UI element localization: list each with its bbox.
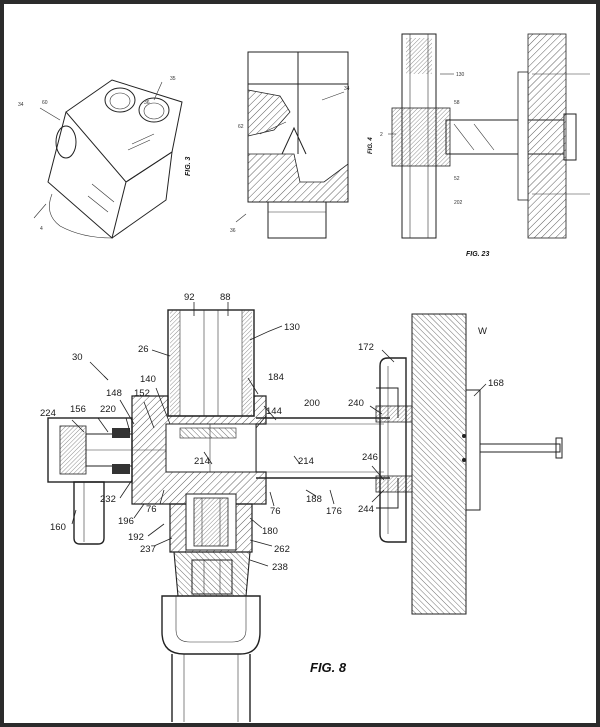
fig8-ref-224: 224 (40, 408, 56, 419)
fig3-ref-4: 4 (40, 226, 43, 232)
fig8-ref-214-a: 214 (194, 456, 210, 467)
fig8-ref-130: 130 (284, 322, 300, 333)
fig8-ref-148: 148 (106, 388, 122, 399)
fig8-ref-188: 188 (306, 494, 322, 505)
drawing-canvas: 34 36 35 60 4 FIG. 3 34 62 36 FIG. 4 (18, 33, 590, 722)
fig8-ref-184: 184 (268, 372, 284, 383)
fig8-ref-76-b: 76 (270, 506, 281, 517)
fig3-caption: FIG. 3 (185, 156, 192, 176)
fig8-ref-196: 196 (118, 516, 134, 527)
fig23-ref-2: 2 (380, 132, 383, 138)
fig23-drawing (388, 33, 590, 239)
patent-drawing-sheet: 34 36 35 60 4 FIG. 3 34 62 36 FIG. 4 (4, 4, 596, 723)
fig23-caption: FIG. 23 (466, 251, 489, 258)
fig8-ref-W: W (478, 326, 487, 337)
fig8-ref-172: 172 (358, 342, 374, 353)
fig4-ref-36: 36 (230, 228, 236, 234)
fig8-ref-168: 168 (488, 378, 504, 389)
fig8-ref-88: 88 (220, 292, 231, 303)
fig8-ref-240: 240 (348, 398, 364, 409)
fig8-ref-160: 160 (50, 522, 66, 533)
fig3-ref-36: 36 (144, 100, 150, 106)
fig3-ref-60: 60 (42, 100, 48, 106)
fig8-ref-238: 238 (272, 562, 288, 573)
fig8-ref-152: 152 (134, 388, 150, 399)
fig4-ref-62: 62 (238, 124, 244, 130)
fig8-ref-237: 237 (140, 544, 156, 555)
fig8-ref-26: 26 (138, 344, 149, 355)
fig3-drawing (33, 79, 183, 239)
fig8-ref-176: 176 (326, 506, 342, 517)
fig4-ref-34: 34 (344, 86, 350, 92)
fig23-ref-58: 58 (454, 100, 460, 106)
fig8-ref-30: 30 (72, 352, 83, 363)
fig8-ref-192: 192 (128, 532, 144, 543)
fig8-ref-76-a: 76 (146, 504, 157, 515)
fig8-drawing (47, 309, 563, 722)
fig8-ref-246: 246 (362, 452, 378, 463)
fig8-ref-220: 220 (100, 404, 116, 415)
fig8-ref-180: 180 (262, 526, 278, 537)
fig8-ref-144: 144 (266, 406, 282, 417)
fig8-ref-214-b: 214 (298, 456, 314, 467)
fig23-ref-130: 130 (456, 72, 465, 78)
fig8-ref-156: 156 (70, 404, 86, 415)
fig8-ref-232: 232 (100, 494, 116, 505)
fig8-ref-92: 92 (184, 292, 195, 303)
fig8-ref-244: 244 (358, 504, 374, 515)
fig23-ref-202: 202 (454, 200, 463, 206)
fig4-drawing (235, 51, 349, 239)
fig23-ref-52: 52 (454, 176, 460, 182)
fig8-leader-lines (71, 302, 487, 567)
fig8-ref-200: 200 (304, 398, 320, 409)
fig3-ref-34: 34 (18, 102, 24, 108)
fig8-ref-140: 140 (140, 374, 156, 385)
fig8-caption: FIG. 8 (310, 660, 347, 675)
fig8-ref-262: 262 (274, 544, 290, 555)
fig4-caption: FIG. 4 (368, 137, 374, 154)
fig3-ref-35: 35 (170, 76, 176, 82)
